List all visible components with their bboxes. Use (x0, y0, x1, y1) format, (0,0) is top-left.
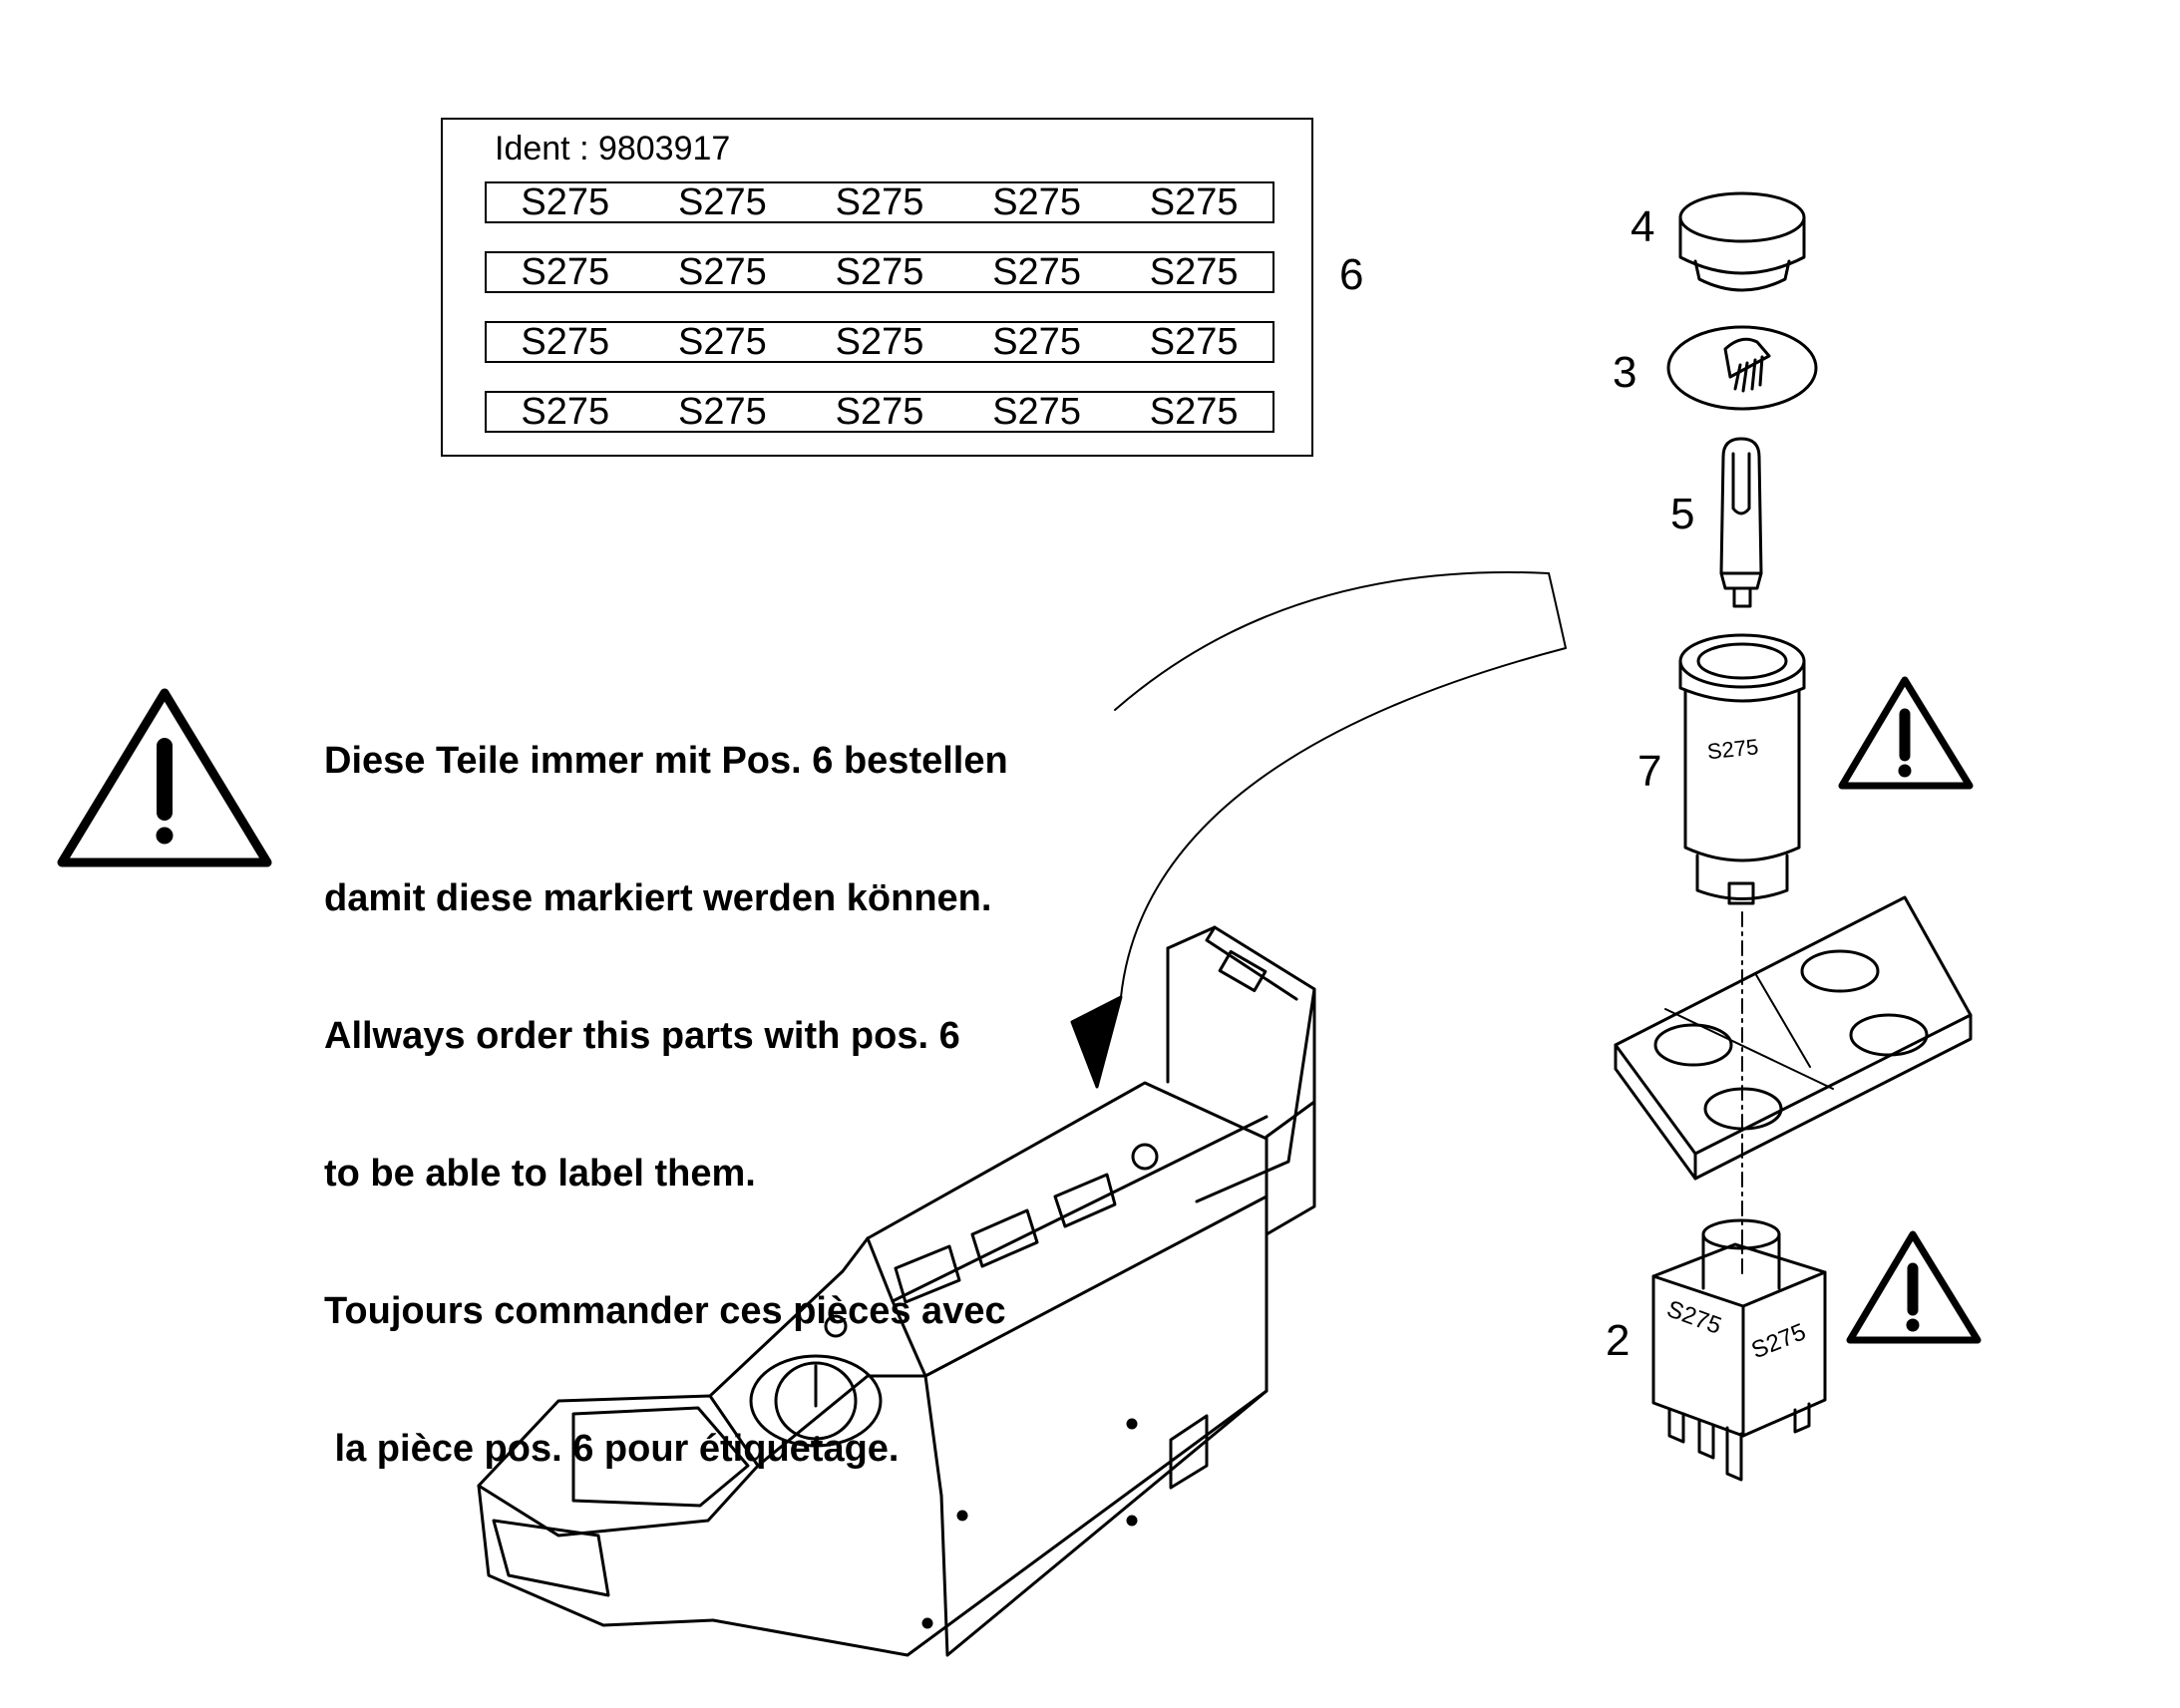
switch-cap-marking: S275 (1706, 734, 1760, 764)
label-cell: S275 (992, 320, 1081, 363)
label-strip: S275 S275 S275 S275 S275 (485, 391, 1274, 433)
callout-arrow (1070, 570, 1567, 1089)
position-label-2: 2 (1606, 1316, 1631, 1365)
ident-number: Ident : 9803917 (495, 130, 731, 168)
switch-part-2 (1651, 1218, 1827, 1482)
position-label-3: 3 (1613, 348, 1637, 397)
label-cell: S275 (1149, 250, 1239, 293)
label-cell: S275 (1149, 180, 1239, 223)
label-cell: S275 (835, 390, 924, 433)
label-cell: S275 (992, 180, 1081, 223)
label-cell: S275 (678, 320, 767, 363)
label-strip: S275 S275 S275 S275 S275 (485, 321, 1274, 363)
label-cell: S275 (678, 180, 767, 223)
note-line: Toujours commander ces pièces avec (324, 1290, 1006, 1332)
warning-triangle-icon-cap (1838, 676, 1974, 790)
position-label-4: 4 (1631, 202, 1655, 251)
note-line: damit diese markiert werden können. (324, 877, 992, 919)
label-cell: S275 (992, 390, 1081, 433)
warning-triangle-icon-left (57, 688, 272, 867)
label-cell: S275 (835, 180, 924, 223)
note-line: la pièce pos. 6 pour étiquetage. (324, 1428, 900, 1470)
note-line: Diese Teile immer mit Pos. 6 bestellen (324, 740, 1008, 782)
note-line: Allways order this parts with pos. 6 (324, 1015, 960, 1057)
bulb-part-5 (1719, 437, 1763, 608)
warning-triangle-icon-switch (1846, 1230, 1982, 1344)
cap-part-4 (1678, 191, 1806, 292)
note-line: to be able to label them. (324, 1153, 756, 1195)
label-cell: S275 (521, 390, 610, 433)
label-sheet-part-6: Ident : 9803917 S275 S275 S275 S275 S275… (441, 118, 1313, 457)
label-cell: S275 (678, 250, 767, 293)
label-cell: S275 (678, 390, 767, 433)
lens-disc-part-3 (1666, 325, 1818, 411)
switch-body-marking-left: S275 (1663, 1295, 1725, 1340)
label-plate (1614, 895, 1973, 1181)
label-cell: S275 (521, 320, 610, 363)
label-strip: S275 S275 S275 S275 S275 (485, 181, 1274, 223)
label-cell: S275 (835, 250, 924, 293)
lamp-holder-part-7 (1678, 633, 1806, 1277)
order-note: Diese Teile immer mit Pos. 6 bestellen d… (324, 646, 1008, 1518)
label-strip: S275 S275 S275 S275 S275 (485, 251, 1274, 293)
control-console (477, 925, 1316, 1657)
label-cell: S275 (835, 320, 924, 363)
label-cell: S275 (992, 250, 1081, 293)
label-cell: S275 (1149, 320, 1239, 363)
position-label-5: 5 (1670, 490, 1695, 538)
label-cell: S275 (521, 180, 610, 223)
position-label-6: 6 (1339, 250, 1364, 299)
position-label-7: 7 (1637, 747, 1662, 796)
label-cell: S275 (1149, 390, 1239, 433)
switch-body-marking-right: S275 (1748, 1318, 1810, 1364)
label-cell: S275 (521, 250, 610, 293)
